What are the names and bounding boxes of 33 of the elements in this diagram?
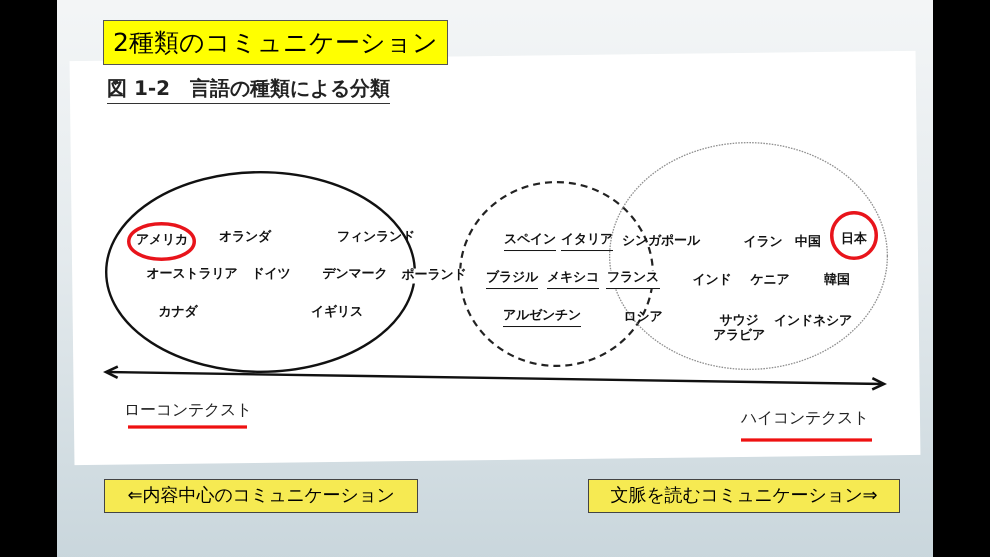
country-name: インド bbox=[692, 274, 732, 288]
highlight-circle bbox=[830, 211, 878, 260]
country-name: ポーランド bbox=[400, 268, 468, 284]
axis-end-label: ローコンテクスト bbox=[124, 400, 252, 420]
country-name: スペイン bbox=[504, 233, 556, 251]
country-name: 日本 bbox=[841, 232, 867, 248]
country-name: サウジアラビア bbox=[712, 314, 766, 344]
solid-ellipse bbox=[105, 171, 416, 373]
country-name: ロシア bbox=[624, 310, 662, 326]
country-name: 中国 bbox=[795, 236, 821, 250]
country-name: メキシコ bbox=[547, 271, 599, 289]
note-banner: ⇐内容中心のコミュニケーション bbox=[104, 479, 418, 513]
country-name: イギリス bbox=[311, 306, 363, 320]
country-name: アルゼンチン bbox=[503, 309, 581, 327]
country-name: ケニア bbox=[750, 274, 790, 288]
country-name: デンマーク bbox=[322, 268, 388, 282]
country-name: ブラジル bbox=[486, 271, 538, 289]
country-name: カナダ bbox=[158, 306, 198, 320]
country-name: オーストラリア bbox=[146, 268, 238, 282]
country-name: オランダ bbox=[219, 230, 271, 246]
country-name: アメリカ bbox=[136, 234, 188, 248]
country-name: フランス bbox=[606, 271, 660, 289]
axis-end-label: ハイコンテクスト bbox=[741, 408, 869, 428]
country-name: イタリア bbox=[561, 233, 613, 251]
country-name: イラン bbox=[744, 236, 782, 250]
figure-caption: 図 1-2 言語の種類による分類 bbox=[107, 76, 390, 104]
note-banner: 文脈を読むコミュニケーション⇒ bbox=[588, 479, 900, 513]
country-name: インドネシア bbox=[774, 314, 852, 330]
slide-title: 2種類のコミュニケーション bbox=[103, 20, 448, 65]
country-name: シンガポール bbox=[622, 234, 700, 250]
highlight-circle bbox=[127, 222, 196, 261]
country-name: 韓国 bbox=[824, 274, 850, 288]
country-name: ドイツ bbox=[252, 268, 290, 282]
